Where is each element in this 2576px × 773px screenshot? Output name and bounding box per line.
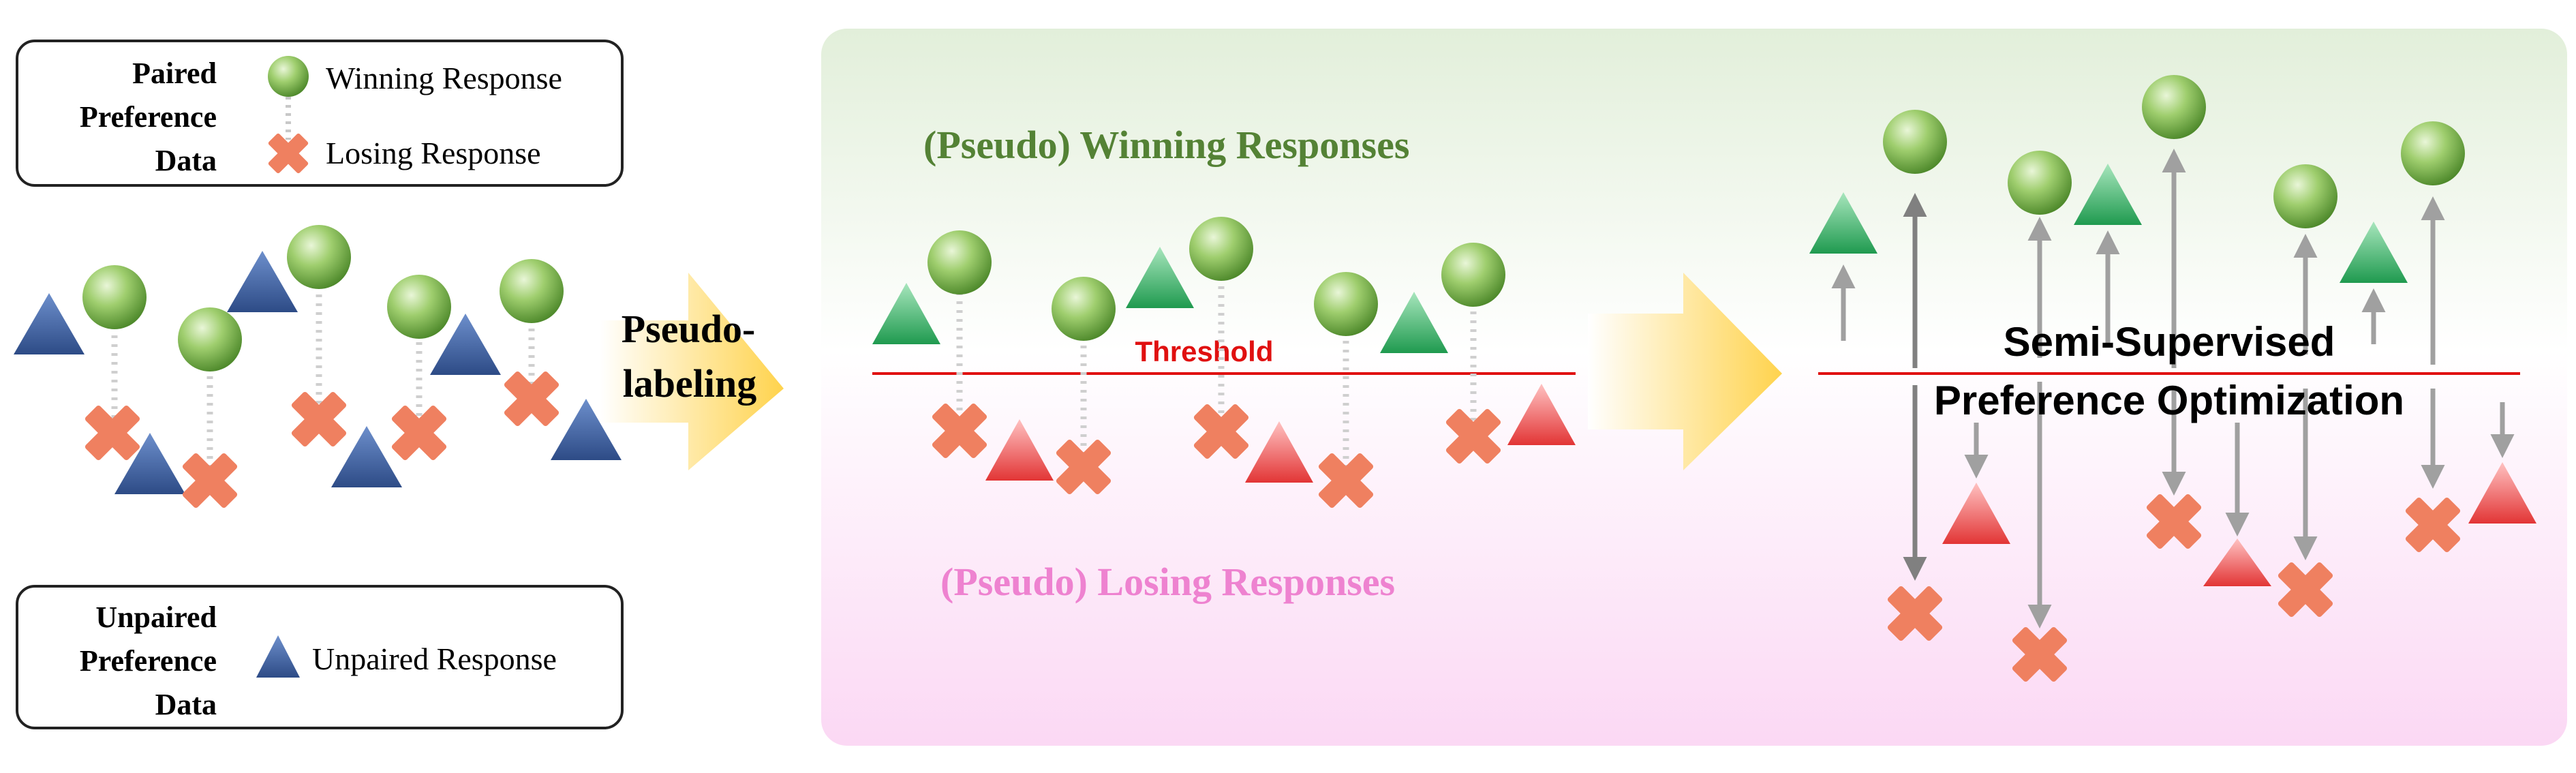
legend-unpaired-box (16, 585, 624, 729)
losing-cross (2146, 494, 2202, 549)
pseudo-losing-triangle (1245, 421, 1313, 483)
pseudo-losing-triangle (985, 419, 1054, 481)
sspo-title-1: Semi-Supervised (2004, 319, 2335, 365)
losing-cross (1318, 453, 1374, 509)
winning-circle (500, 259, 564, 323)
right-panel: Semi-Supervised Preference Optimization (1809, 75, 2536, 682)
unpaired-triangle (331, 426, 402, 487)
winning-circle (387, 275, 451, 339)
legend-paired-box (16, 40, 624, 187)
pseudo-labeling-label-1: Pseudo- (622, 307, 756, 351)
unpaired-triangle (430, 314, 501, 375)
legend-unpaired-triangle-icon (256, 635, 300, 678)
losing-cross (1056, 439, 1111, 495)
losing-cross (1193, 404, 1249, 459)
unpaired-triangle (14, 293, 85, 354)
losing-cross (182, 453, 238, 509)
pseudo-winning-title: (Pseudo) Winning Responses (923, 123, 1409, 167)
unpaired-triangle (114, 433, 185, 494)
winning-circle (2401, 121, 2465, 185)
legend-unpaired: Unpaired Preference Data Unpaired Respon… (16, 585, 624, 729)
pseudo-winning-triangle (1126, 247, 1194, 308)
legend-paired: Paired Preference Data Winning Response … (16, 40, 624, 187)
sspo-title-2: Preference Optimization (1934, 378, 2404, 423)
arrow-right-icon (600, 273, 784, 470)
legend-paired-title-1: Paired (132, 57, 217, 90)
pseudo-labeling-arrow: Pseudo- labeling (600, 273, 784, 470)
legend-losing-cross-icon (268, 133, 309, 174)
losing-cross (2405, 497, 2461, 553)
losing-cross (1887, 586, 1943, 641)
legend-unpaired-title-2: Preference (80, 644, 217, 678)
losing-cross (2278, 562, 2333, 618)
pseudo-losing-triangle (1507, 384, 1576, 445)
pseudo-winning-triangle (872, 283, 940, 344)
losing-cross (504, 371, 559, 427)
winning-circle (2273, 164, 2337, 228)
pseudo-winning-triangle (1380, 292, 1448, 353)
raw-data-scatter (14, 225, 622, 509)
legend-winning-circle-icon (268, 56, 309, 97)
winning-circle (1314, 272, 1378, 336)
winning-circle (178, 307, 242, 372)
winning-circle (2142, 75, 2206, 139)
losing-cross (2012, 626, 2068, 682)
pseudo-winning-triangle (1809, 192, 1877, 254)
pseudo-losing-triangle (2468, 462, 2536, 524)
pseudo-winning-triangle (2340, 222, 2408, 283)
winning-circle (1441, 243, 1505, 307)
pseudo-winning-triangle (2074, 164, 2142, 225)
pseudo-labeling-label-2: labeling (623, 361, 757, 406)
winning-circle (927, 230, 992, 294)
legend-paired-title-2: Preference (80, 100, 217, 134)
winning-circle (1052, 277, 1116, 341)
winning-circle (1189, 217, 1253, 281)
losing-cross (1445, 408, 1501, 464)
legend-unpaired-title-1: Unpaired (95, 601, 217, 634)
legend-paired-title-3: Data (155, 144, 217, 177)
threshold-label: Threshold (1135, 335, 1273, 367)
losing-cross (932, 403, 987, 459)
unpaired-triangle (227, 251, 298, 312)
legend-unpaired-label: Unpaired Response (312, 641, 557, 676)
legend-losing-label: Losing Response (326, 136, 541, 170)
arrow-right-icon (1588, 273, 1782, 470)
winning-circle (1883, 110, 1947, 174)
pseudo-losing-triangle (1942, 483, 2010, 544)
losing-cross (291, 391, 347, 447)
pseudo-losing-triangle (2203, 539, 2271, 586)
losing-cross (85, 405, 140, 461)
middle-panel: (Pseudo) Winning Responses (Pseudo) Losi… (872, 123, 1576, 604)
legend-unpaired-title-3: Data (155, 688, 217, 721)
losing-cross (391, 405, 447, 461)
winning-circle (2008, 151, 2072, 215)
unpaired-triangle (551, 399, 622, 460)
legend-winning-label: Winning Response (326, 61, 562, 95)
pseudo-losing-title: (Pseudo) Losing Responses (940, 560, 1395, 604)
winning-circle (287, 225, 351, 289)
winning-circle (82, 265, 147, 329)
